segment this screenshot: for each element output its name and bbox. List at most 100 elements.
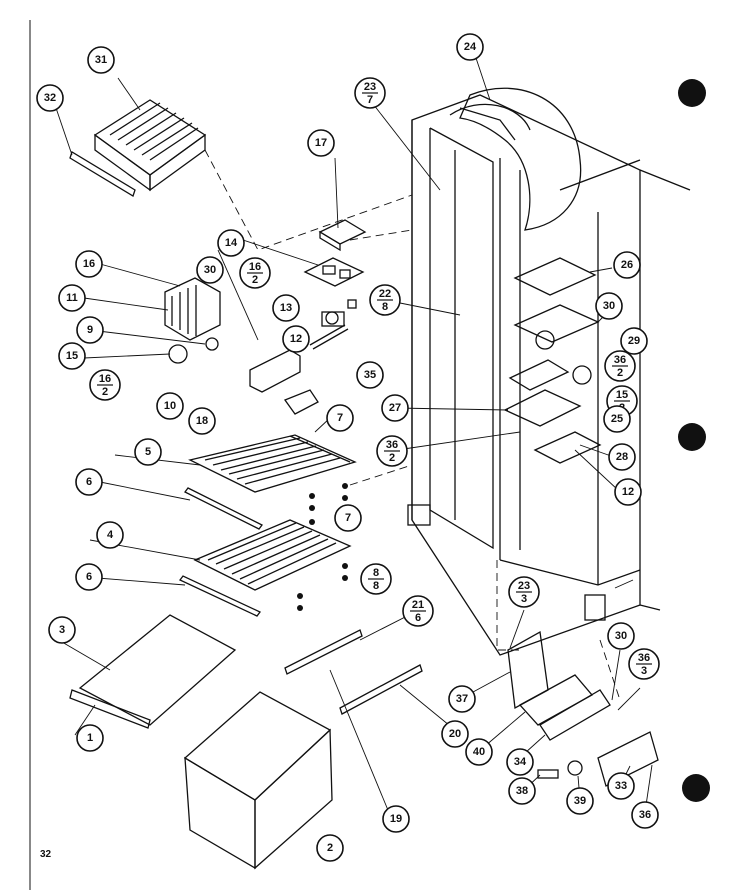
callout-number: 30	[615, 630, 627, 642]
callout-number: 7	[345, 512, 351, 524]
callout-quantity: 2	[389, 452, 395, 464]
callout-circle	[75, 250, 103, 278]
callout-number: 30	[603, 300, 615, 312]
callout-number: 16	[99, 373, 111, 385]
callout-circle	[156, 392, 184, 420]
callout-circle	[76, 724, 104, 752]
callout-c32: 32	[36, 84, 64, 112]
callout-c30b: 30	[595, 292, 623, 320]
dispenser-dome	[449, 87, 582, 231]
callout-quantity: 2	[617, 367, 623, 379]
callout-c36: 36	[631, 801, 659, 829]
callout-c12a: 12	[282, 325, 310, 353]
damper-housing	[164, 277, 221, 341]
callout-number: 2	[327, 842, 333, 854]
callout-circle	[506, 748, 534, 776]
callout-circle	[188, 407, 216, 435]
callout-c10: 10	[156, 392, 184, 420]
callout-c15: 15	[58, 342, 86, 370]
callout-number: 7	[337, 412, 343, 424]
callout-number: 3	[59, 624, 65, 636]
callout-number: 15	[616, 389, 628, 401]
callout-quantity: 6	[415, 612, 421, 624]
callout-c36b: 362	[604, 350, 636, 382]
callout-quantity: 3	[641, 665, 647, 677]
callout-circle	[448, 685, 476, 713]
callout-circle	[607, 772, 635, 800]
callout-number: 29	[628, 335, 640, 347]
crisper-drawer	[183, 691, 333, 870]
lower-shelf-rail	[179, 575, 261, 617]
upper-shelf-rail	[184, 487, 263, 530]
callout-circle	[603, 405, 631, 433]
callout-number: 6	[86, 571, 92, 583]
callout-number: 36	[386, 439, 398, 451]
callout-number: 31	[95, 54, 107, 66]
evaporator-cover	[318, 219, 367, 245]
callout-circle	[595, 292, 623, 320]
callout-number: 8	[373, 567, 379, 579]
callout-number: 4	[107, 529, 114, 541]
dispenser-panel	[507, 630, 549, 710]
callout-circle	[614, 478, 642, 506]
callout-number: 38	[516, 785, 528, 797]
callout-circle	[134, 438, 162, 466]
callout-circle	[282, 325, 310, 353]
callout-c4: 4	[96, 521, 124, 549]
callout-c3: 3	[48, 616, 76, 644]
callout-circle	[465, 738, 493, 766]
callout-circle	[608, 443, 636, 471]
callout-circle	[307, 129, 335, 157]
callout-number: 39	[574, 795, 586, 807]
callout-number: 37	[456, 693, 468, 705]
callout-circle	[36, 84, 64, 112]
callout-circle	[75, 468, 103, 496]
callout-quantity: 2	[102, 386, 108, 398]
callout-number: 23	[364, 81, 376, 93]
callout-c27: 27	[381, 394, 409, 422]
callout-number: 28	[616, 451, 628, 463]
callout-circle	[96, 521, 124, 549]
callout-number: 34	[514, 756, 527, 768]
callout-circle	[76, 316, 104, 344]
dispenser-switch	[537, 769, 559, 779]
callout-c22: 228	[369, 284, 401, 316]
callout-c16b: 162	[89, 369, 121, 401]
callout-c31: 31	[87, 46, 115, 74]
callout-c19: 19	[382, 805, 410, 833]
callout-c30c: 30	[607, 622, 635, 650]
callout-number: 13	[280, 302, 292, 314]
callout-number: 19	[390, 813, 402, 825]
callout-number: 35	[364, 369, 376, 381]
fan-motor-assembly	[309, 299, 357, 350]
callout-c40: 40	[465, 738, 493, 766]
registration-dot	[678, 423, 706, 451]
callout-number: 25	[611, 413, 623, 425]
callout-circle	[272, 294, 300, 322]
page-number: 32	[40, 849, 52, 860]
callout-c30a: 30	[196, 256, 224, 284]
shelf-clips	[297, 483, 348, 611]
evaporator-cover-edge	[319, 230, 341, 252]
callout-c16: 16	[75, 250, 103, 278]
callout-c12b: 12	[614, 478, 642, 506]
callout-c16a: 162	[239, 257, 271, 289]
callout-number: 12	[290, 333, 302, 345]
callout-number: 36	[614, 354, 626, 366]
callout-number: 16	[249, 261, 261, 273]
control-knob	[168, 344, 188, 364]
callout-c35: 35	[356, 361, 384, 389]
evaporator-plate	[513, 257, 597, 296]
callout-number: 12	[622, 486, 634, 498]
callout-c36a: 362	[376, 435, 408, 467]
callout-number: 20	[449, 728, 461, 740]
callout-circle	[382, 805, 410, 833]
callout-number: 1	[87, 732, 93, 744]
callout-circle	[217, 229, 245, 257]
callout-c8: 88	[360, 563, 392, 595]
callout-c20: 20	[441, 720, 469, 748]
callout-c18: 18	[188, 407, 216, 435]
drawer-slide-left	[284, 629, 363, 675]
callout-c34: 34	[506, 748, 534, 776]
